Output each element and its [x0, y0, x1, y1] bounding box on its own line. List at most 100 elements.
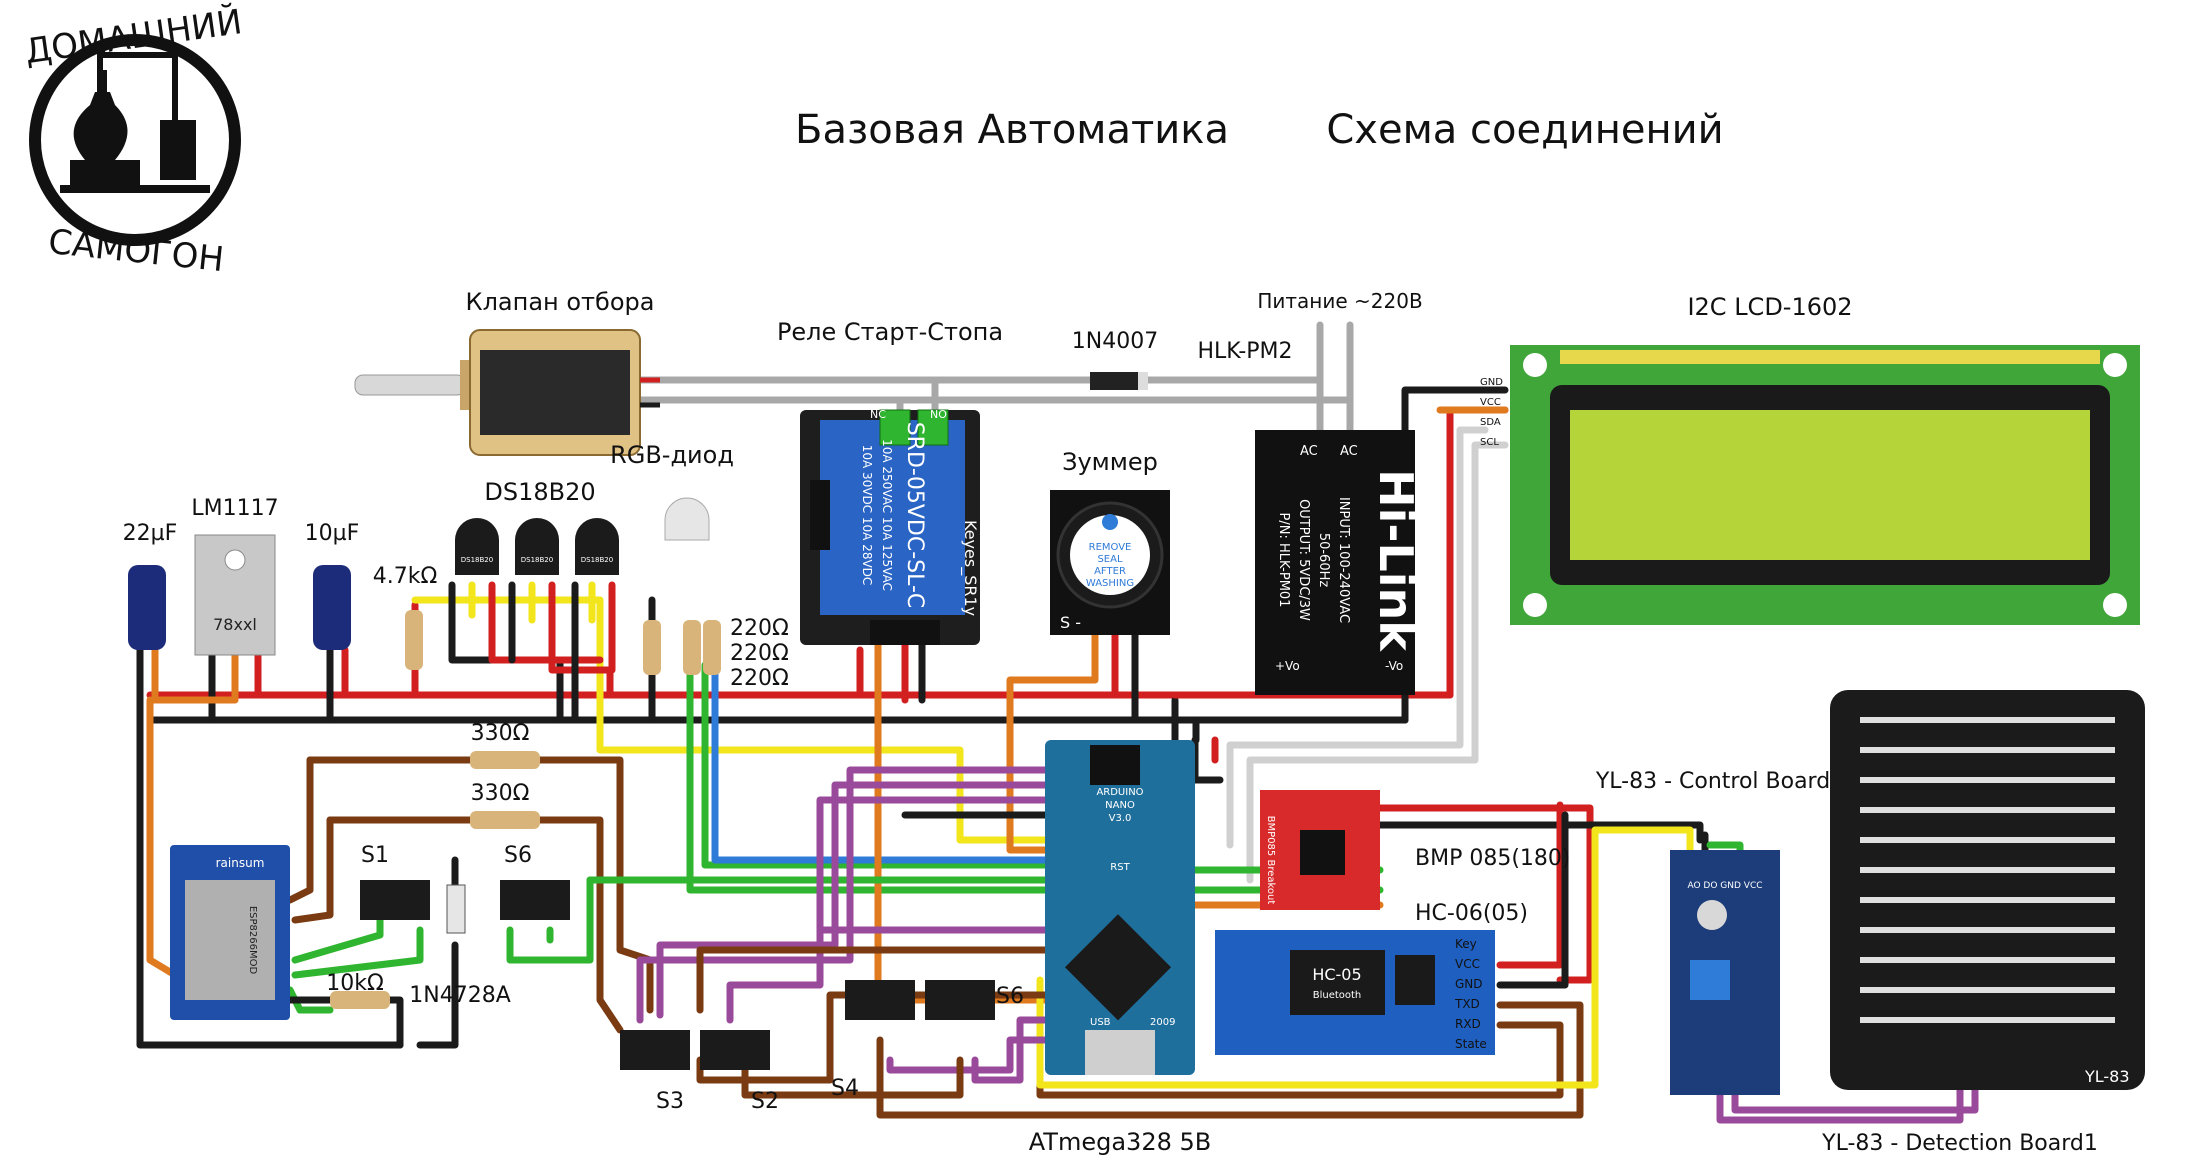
- hilink-vo-minus: -Vo: [1385, 659, 1403, 673]
- r330a-label: 330Ω: [471, 721, 530, 746]
- bmp085-module: BMP085 Breakout BMP 085(180): [1260, 790, 1570, 910]
- rgb-led: RGB-диод: [610, 441, 734, 541]
- s6-right-label: S6: [996, 984, 1024, 1009]
- buzzer-module: REMOVE SEAL AFTER WASHING S - Зуммер: [1050, 448, 1170, 635]
- hc-pin-gnd: GND: [1455, 977, 1483, 991]
- atmega-label: ATmega328 5В: [1029, 1128, 1211, 1156]
- yl83-control-board: AO DO GND VCC YL-83 - Control Board1: [1595, 769, 1844, 1095]
- relay-no: NO: [930, 408, 947, 421]
- hc-chip: HC-05: [1312, 965, 1361, 984]
- yl83-control-label: YL-83 - Control Board1: [1595, 769, 1844, 794]
- nano-reset: RST: [1110, 862, 1130, 873]
- ds-marking-2: DS18B20: [521, 556, 553, 564]
- lcd-pin-scl: SCL: [1480, 437, 1499, 448]
- title-right: Схема соединений: [1326, 107, 1723, 153]
- resistor-4k7: 4.7kΩ: [373, 564, 438, 670]
- hilink-ac-2: AC: [1340, 444, 1358, 459]
- hlk-label: HLK-PM2: [1197, 339, 1292, 364]
- switch-s6-right: [925, 980, 995, 1020]
- zener-label: 1N4728A: [409, 983, 511, 1008]
- buzzer-pins: S -: [1060, 613, 1081, 632]
- switch-s2: [700, 1030, 770, 1070]
- r10k-label: 10kΩ: [326, 971, 384, 996]
- lcd-1602: GND VCC SDA SCL I2C LCD-1602: [1480, 293, 2140, 625]
- lcd-pin-sda: SDA: [1480, 417, 1501, 428]
- s4-label: S4: [831, 1076, 859, 1101]
- lcd-label: I2C LCD-1602: [1687, 293, 1852, 321]
- logo-bottom-text: САМОГОН: [46, 222, 225, 280]
- capacitor-10uf: 10µF: [305, 521, 359, 650]
- relay-label: Реле Старт-Стопа: [777, 318, 1003, 346]
- arduino-nano: ARDUINO NANO V3.0 RST USB 2009 ATmega328…: [1029, 740, 1211, 1156]
- buzzer-sticker-2: SEAL: [1097, 554, 1123, 565]
- esp8266-module: rainsum ESP8266MOD: [170, 845, 290, 1020]
- buzzer-sticker-1: REMOVE: [1089, 542, 1132, 553]
- ds18b20-sensor-1: [455, 518, 499, 575]
- yl83-detection-label: YL-83 - Detection Board1: [1821, 1131, 2098, 1156]
- esp-brand: rainsum: [216, 856, 265, 870]
- nano-usb: USB: [1090, 1017, 1111, 1028]
- hc-sub: Bluetooth: [1313, 990, 1362, 1001]
- column-icon: [160, 120, 196, 180]
- switch-s1: [360, 880, 430, 920]
- nano-name-1: ARDUINO: [1096, 787, 1143, 798]
- switches: S1 S6 S3 S2 S4 S6: [360, 843, 1024, 1114]
- ds-marking-3: DS18B20: [581, 556, 613, 564]
- resistors-330: 330Ω 330Ω: [470, 721, 540, 829]
- ds18b20-sensor-2: [515, 518, 559, 575]
- buzzer-label: Зуммер: [1062, 448, 1158, 476]
- resistors-220: 220Ω 220Ω 220Ω: [643, 616, 789, 691]
- s3-label: S3: [656, 1089, 684, 1114]
- rgb-label: RGB-диод: [610, 441, 734, 469]
- diode-1n4007: 1N4007: [1072, 329, 1158, 390]
- lm1117-label: LM1117: [191, 496, 278, 521]
- r220a-label: 220Ω: [730, 616, 789, 641]
- hilink-vo-plus: +Vo: [1275, 659, 1300, 673]
- hc-pin-rxd: RXD: [1455, 1017, 1481, 1031]
- hc06-label: HC-06(05): [1415, 901, 1528, 926]
- cap22-label: 22µF: [123, 521, 178, 546]
- lcd-pin-vcc: VCC: [1480, 397, 1501, 408]
- logo-ring: [29, 34, 241, 246]
- ds18b20-label: DS18B20: [484, 478, 595, 506]
- lcd-pin-gnd: GND: [1480, 377, 1503, 388]
- s2-label: S2: [751, 1089, 779, 1114]
- relay-module: NC NO SRD-05VDC-SL-C 10A 250VAC 10A 125V…: [777, 318, 1003, 645]
- lm-marking: 78xxl: [213, 615, 257, 634]
- hilink-line-2: 50-60Hz: [1316, 533, 1331, 588]
- diode-1n4007-label: 1N4007: [1072, 329, 1158, 354]
- hc-pin-txd: TXD: [1454, 997, 1480, 1011]
- switch-s6-left: [500, 880, 570, 920]
- switch-s3: [620, 1030, 690, 1070]
- title-left: Базовая Автоматика: [795, 107, 1229, 153]
- valve-label: Клапан отбора: [466, 288, 655, 316]
- hilink-brand: Hi-Link: [1369, 469, 1423, 652]
- power-label: Питание ~220В: [1257, 289, 1422, 313]
- r220c-label: 220Ω: [730, 666, 789, 691]
- relay-model: SRD-05VDC-SL-C: [902, 422, 927, 609]
- hilink-line-4: P/N: HLK-PM01: [1276, 513, 1291, 608]
- logo: ДОМАШНИЙ САМОГОН: [22, 1, 244, 280]
- s1-label: S1: [361, 843, 389, 868]
- hc-pin-key: Key: [1455, 937, 1477, 951]
- ds18b20-sensors: DS18B20 DS18B20 DS18B20 DS18B20: [455, 478, 619, 575]
- hilink-line-3: OUTPUT: 5VDC/3W: [1296, 499, 1311, 621]
- esp-model: ESP8266MOD: [247, 906, 258, 975]
- buzzer-sticker-4: WASHING: [1086, 578, 1134, 589]
- relay-nc: NC: [870, 408, 886, 421]
- ds-marking-1: DS18B20: [461, 556, 493, 564]
- logo-top-text: ДОМАШНИЙ: [22, 1, 244, 72]
- buzzer-sticker-3: AFTER: [1094, 566, 1126, 577]
- still-icon: [73, 92, 128, 160]
- switch-s4: [845, 980, 915, 1020]
- r47k-label: 4.7kΩ: [373, 564, 438, 589]
- hilink-module: AC AC Hi-Link INPUT: 100-240VAC 50-60Hz …: [1255, 430, 1423, 695]
- relay-brand: Keyes_SR1y: [960, 520, 980, 616]
- nano-name-2: NANO: [1105, 800, 1135, 811]
- voltage-regulator: 78xxl LM1117: [191, 496, 279, 656]
- yl-det-marking: YL-83: [2084, 1067, 2130, 1086]
- hilink-ac-1: AC: [1300, 444, 1318, 459]
- valve-plunger: [354, 374, 466, 396]
- hc05-module: HC-05 Bluetooth Key VCC GND TXD RXD Stat…: [1215, 901, 1528, 1055]
- solenoid-valve: Клапан отбора: [354, 288, 660, 456]
